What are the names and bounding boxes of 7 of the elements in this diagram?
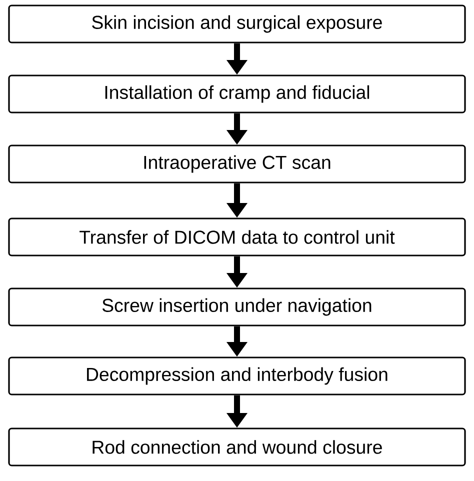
process-box: Intraoperative CT scan bbox=[8, 144, 466, 184]
process-box: Screw insertion under navigation bbox=[8, 288, 466, 326]
process-box: Decompression and interbody fusion bbox=[8, 356, 466, 396]
process-box: Skin incision and surgical exposure bbox=[8, 4, 466, 44]
process-box: Transfer of DICOM data to control unit bbox=[8, 218, 466, 256]
process-box: Rod connection and wound closure bbox=[8, 428, 466, 466]
process-box: Installation of cramp and fiducial bbox=[8, 74, 466, 114]
